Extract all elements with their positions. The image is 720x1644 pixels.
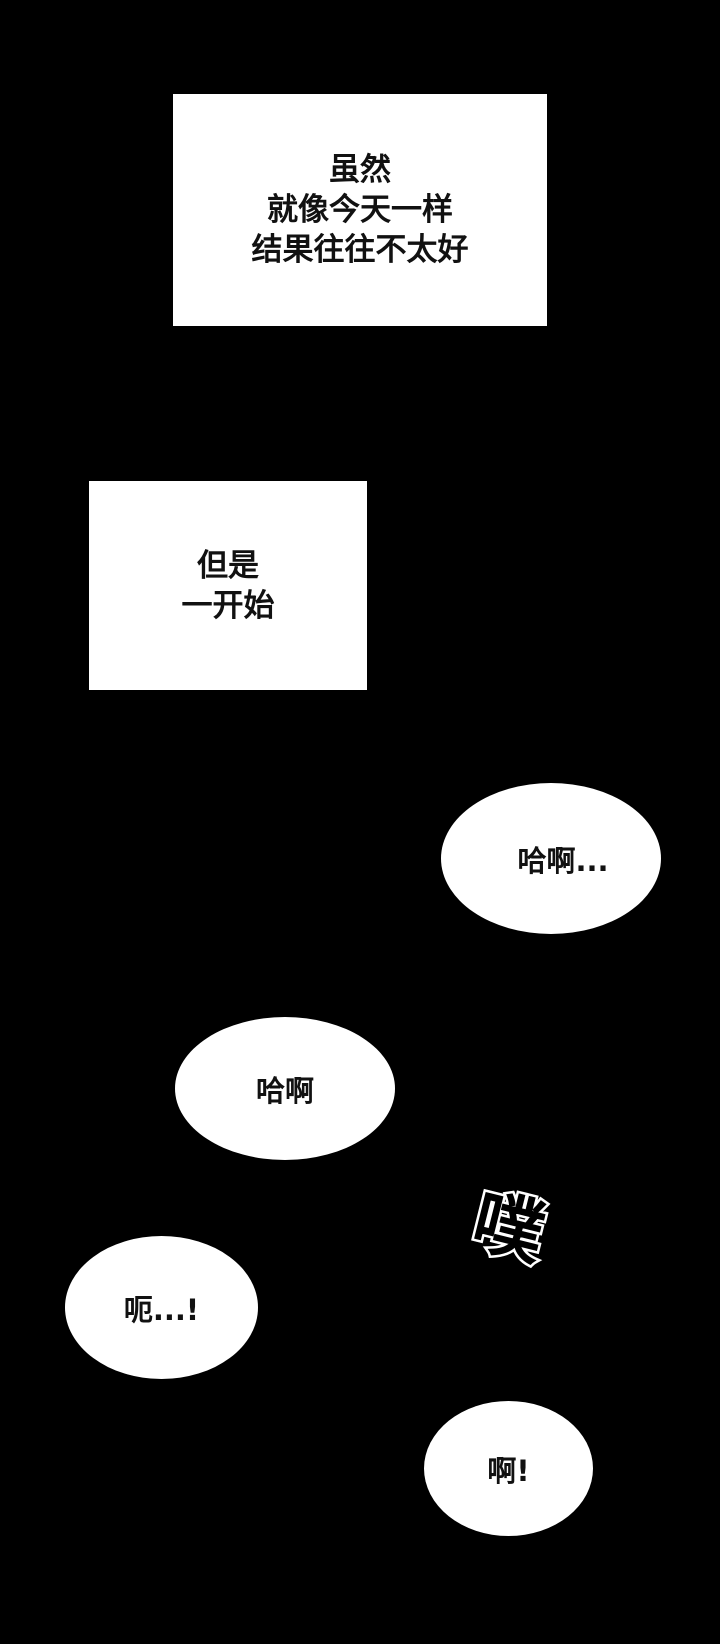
speech-bubble-4: 啊! — [424, 1401, 593, 1536]
speech-bubble-3: 呃...! — [65, 1236, 258, 1379]
bubble-text: 啊! — [487, 1453, 530, 1488]
caption-box-1: 虽然 就像今天一样 结果往往不太好 — [173, 94, 547, 326]
caption-line: 结果往往不太好 — [251, 232, 469, 268]
caption-line: 虽然 — [329, 152, 391, 188]
bubble-text: 呃...! — [123, 1292, 200, 1327]
speech-bubble-1: 哈啊... — [441, 783, 661, 934]
caption-line: 但是 — [197, 547, 259, 584]
caption-line: 一开始 — [181, 587, 275, 624]
caption-line: 就像今天一样 — [267, 192, 453, 228]
speech-bubble-2: 哈啊 — [175, 1017, 395, 1160]
bubble-text: 哈啊 — [255, 1073, 314, 1108]
caption-box-2: 但是 一开始 — [89, 481, 367, 690]
sound-effect: 噗 — [462, 1177, 555, 1278]
bubble-text: 哈啊... — [517, 843, 609, 878]
